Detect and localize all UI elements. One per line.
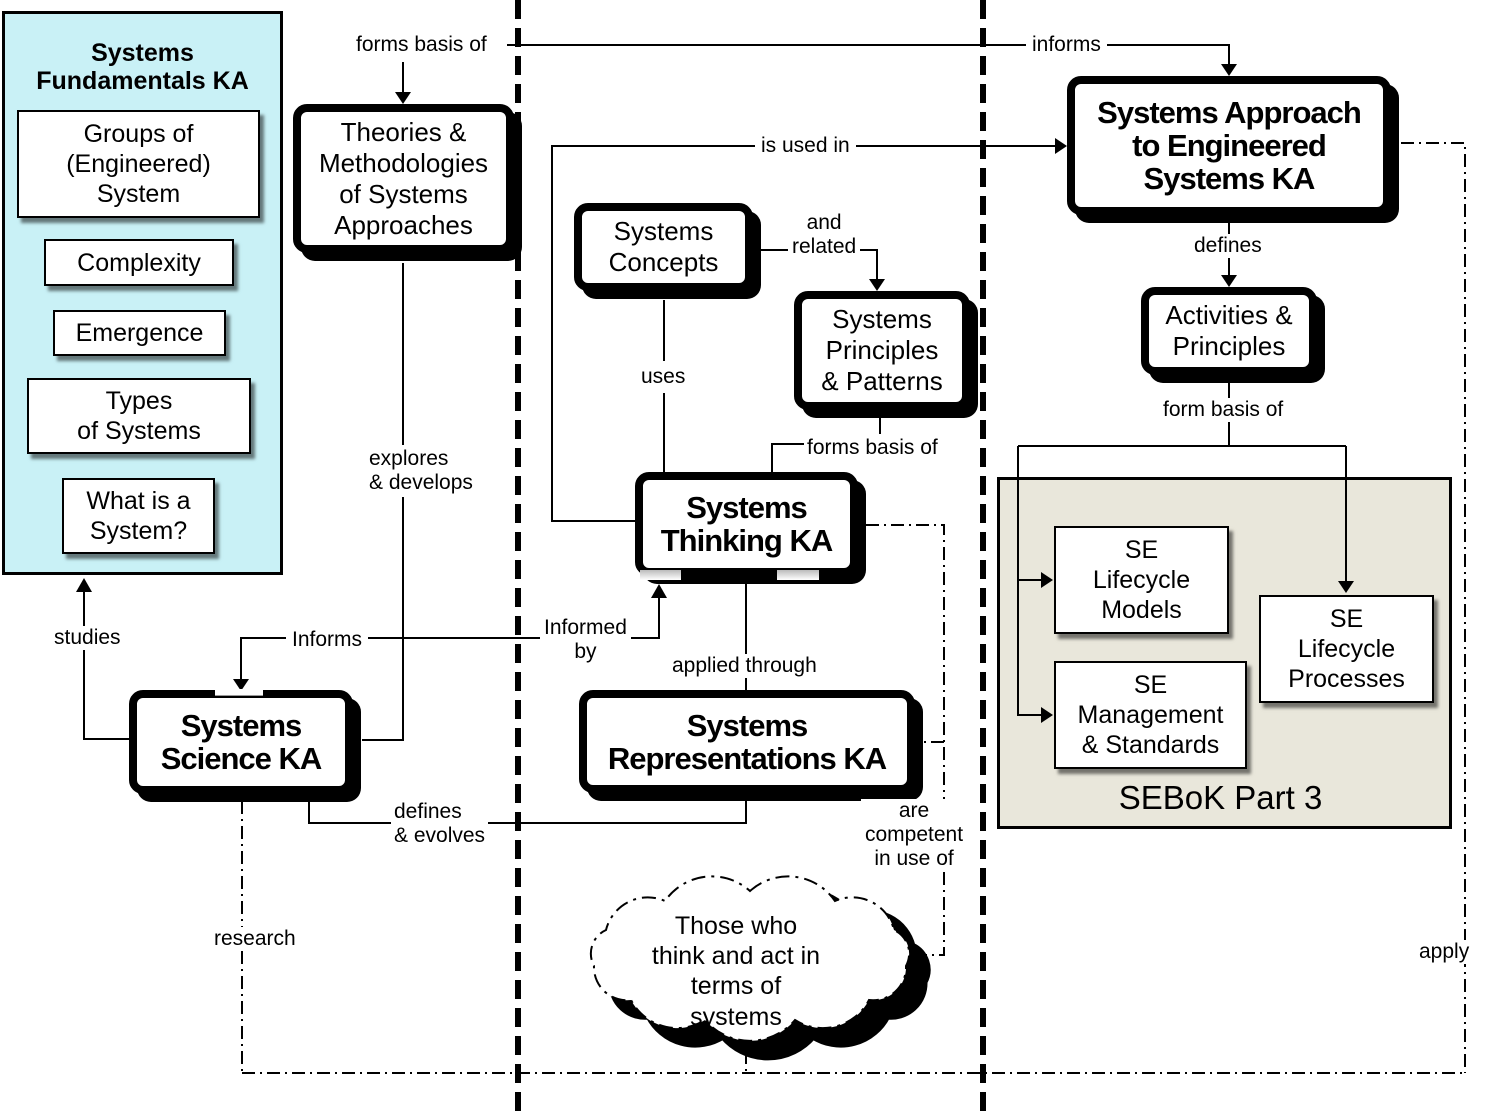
- svg-text:Those who: Those who: [675, 912, 797, 940]
- svg-text:terms of: terms of: [691, 972, 781, 1000]
- svg-text:systems: systems: [690, 1003, 782, 1031]
- svg-text:think and act in: think and act in: [652, 942, 820, 970]
